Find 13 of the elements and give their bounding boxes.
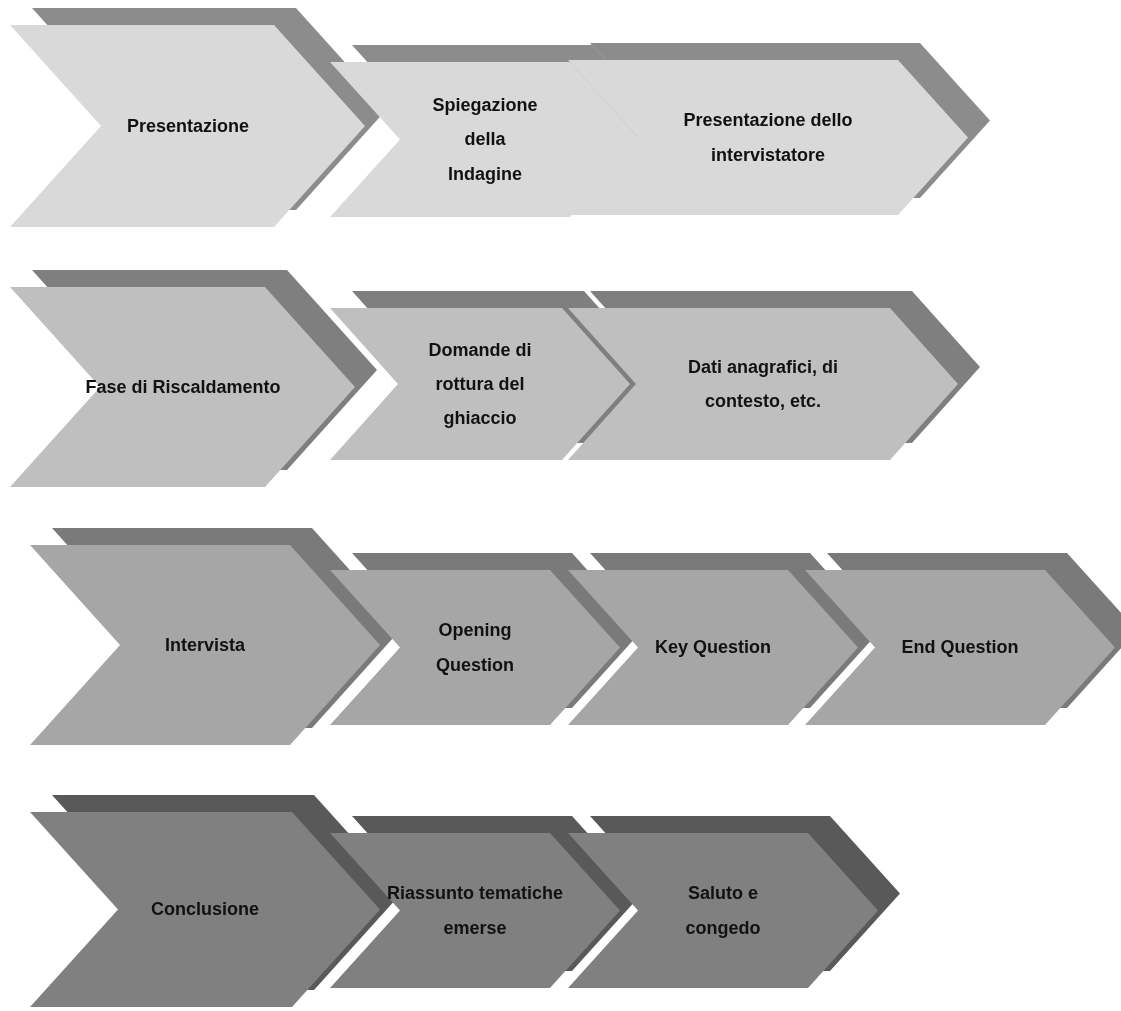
step-label: Riassunto tematiche emerse bbox=[385, 882, 564, 940]
step-label: Presentazione bbox=[126, 114, 249, 138]
step-label: Dati anagrafici, di contesto, etc. bbox=[686, 355, 839, 413]
step-label: Domande di rottura del ghiaccio bbox=[427, 338, 533, 431]
step-label: Intervista bbox=[164, 633, 245, 657]
step-label: Presentazione dello intervistatore bbox=[683, 109, 853, 167]
step-label: Saluto e congedo bbox=[684, 882, 762, 940]
step-label: Conclusione bbox=[151, 898, 259, 922]
step-label: Key Question bbox=[655, 636, 771, 660]
step-label: Opening Question bbox=[435, 619, 515, 677]
step-label: Spiegazione della Indagine bbox=[431, 94, 539, 186]
step-label: End Question bbox=[901, 636, 1019, 660]
step-label: Fase di Riscaldamento bbox=[85, 375, 281, 399]
